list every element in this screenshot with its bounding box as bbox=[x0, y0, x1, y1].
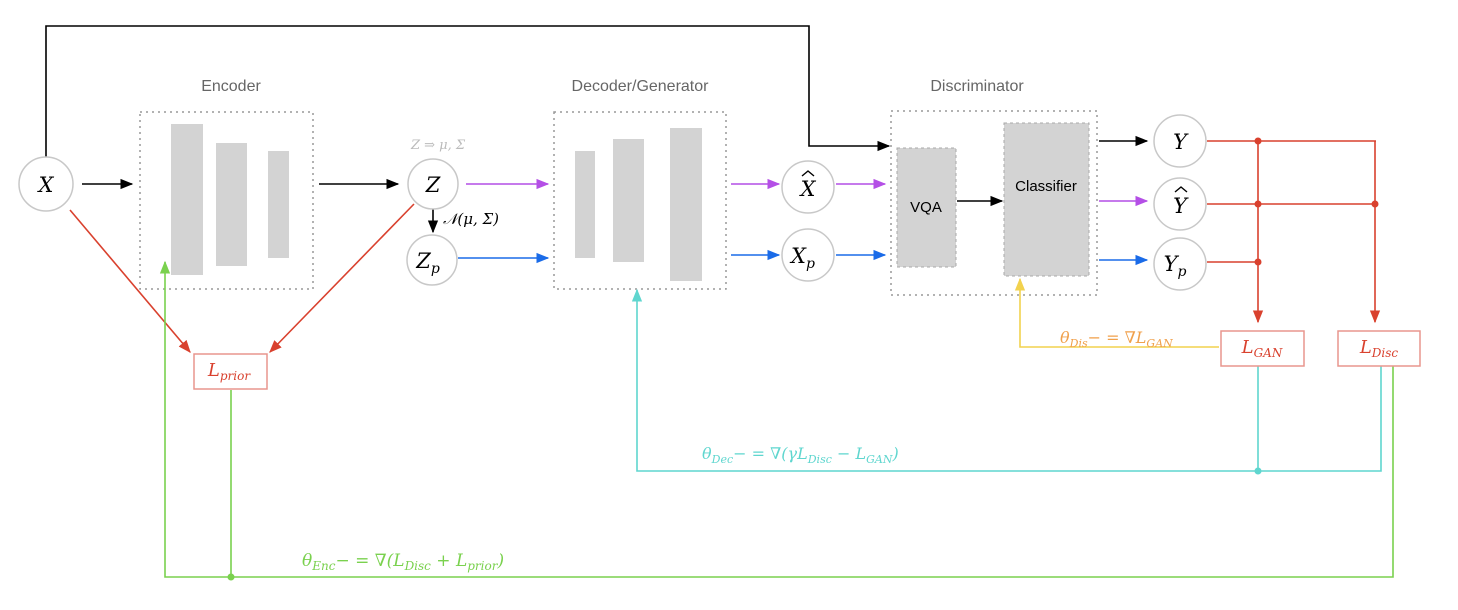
node-z: Z bbox=[407, 158, 459, 210]
discriminator-frame bbox=[890, 110, 1098, 296]
green-arrows bbox=[159, 260, 1394, 578]
node-xp-label: Xp bbox=[789, 244, 815, 272]
decoder-update-equation: θDec− = ∇(γLDisc − LGAN) bbox=[702, 444, 899, 466]
blue-arrows bbox=[458, 249, 1149, 266]
junction-dot bbox=[227, 573, 235, 581]
decoder-title: Decoder/Generator bbox=[572, 78, 710, 95]
loss-disc: LDisc bbox=[1337, 330, 1421, 367]
decoder-frame bbox=[553, 111, 727, 290]
node-zp: Zp bbox=[406, 234, 458, 286]
node-yp: Yp bbox=[1153, 237, 1207, 291]
encoder-title: Encoder bbox=[201, 78, 261, 95]
node-zp-label: Zp bbox=[415, 249, 440, 277]
node-yp-label: Yp bbox=[1164, 252, 1187, 280]
loss-gan-label: LGAN bbox=[1241, 337, 1283, 360]
discriminator-block: VQA Classifier bbox=[890, 110, 1098, 296]
junction-dot bbox=[1371, 200, 1379, 208]
junction-dot bbox=[1254, 258, 1262, 266]
vqa-label: VQA bbox=[910, 199, 942, 216]
loss-gan: LGAN bbox=[1220, 330, 1305, 367]
node-xp: Xp bbox=[781, 228, 835, 282]
node-xhat: X bbox=[781, 160, 835, 214]
node-xhat-label: X bbox=[799, 177, 817, 201]
red-arrows bbox=[69, 140, 1381, 353]
decoder-layer-1 bbox=[575, 151, 595, 258]
hat-mark bbox=[1174, 186, 1188, 193]
arrow-x-to-lprior bbox=[69, 209, 191, 353]
decoder-layer-2 bbox=[613, 139, 644, 262]
discriminator-title: Discriminator bbox=[930, 78, 1024, 95]
sampling-annotation: 𝒩(μ, Σ) bbox=[443, 210, 499, 228]
node-x-label: X bbox=[37, 173, 55, 197]
cyan-arrows bbox=[631, 288, 1382, 472]
encoder-layer-1 bbox=[171, 124, 203, 275]
encoder-layer-3 bbox=[268, 151, 289, 258]
node-yhat: Y bbox=[1153, 177, 1207, 231]
loss-prior: Lprior bbox=[193, 353, 268, 390]
z-map-annotation: Z ⇒ μ, Σ bbox=[410, 138, 466, 153]
encoder-layer-2 bbox=[216, 143, 247, 266]
classifier-label: Classifier bbox=[1015, 178, 1077, 195]
purple-arrows bbox=[466, 178, 1149, 207]
decoder-layer-3 bbox=[670, 128, 702, 281]
junction-dot bbox=[1254, 137, 1262, 145]
junction-dot bbox=[1254, 467, 1262, 475]
node-x: X bbox=[18, 156, 74, 212]
black-arrows bbox=[45, 25, 1149, 234]
arrow-z-to-lprior bbox=[269, 203, 415, 353]
red-junctions bbox=[1254, 137, 1379, 266]
discriminator-update-equation: θDis− = ∇LGAN bbox=[1060, 328, 1173, 350]
arrow-decoder-update bbox=[631, 288, 1382, 472]
junction-dot bbox=[1254, 200, 1262, 208]
node-yhat-label: Y bbox=[1173, 194, 1189, 218]
loss-prior-label: Lprior bbox=[207, 360, 251, 383]
node-z-label: Z bbox=[425, 173, 441, 197]
loss-disc-label: LDisc bbox=[1359, 337, 1399, 360]
encoder-block bbox=[139, 111, 314, 290]
skip-arrow-x-to-discriminator bbox=[45, 25, 891, 160]
node-y-label: Y bbox=[1173, 130, 1189, 154]
encoder-update-equation: θEnc− = ∇(LDisc + Lprior) bbox=[302, 551, 504, 573]
vqa-block bbox=[896, 147, 957, 268]
decoder-block bbox=[553, 111, 727, 290]
node-y: Y bbox=[1153, 114, 1207, 168]
arrow-encoder-update bbox=[159, 260, 1394, 578]
hat-mark bbox=[801, 170, 815, 177]
arrow-discriminator-update bbox=[1014, 277, 1219, 348]
classifier-block bbox=[1003, 122, 1090, 277]
